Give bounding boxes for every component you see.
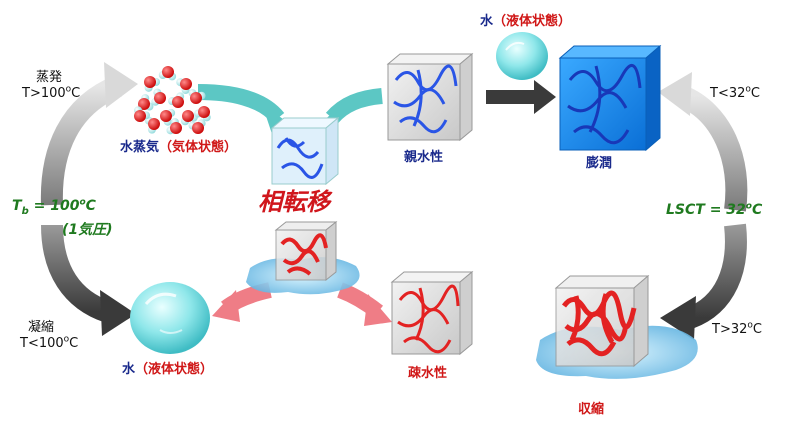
water-molecule (134, 106, 150, 122)
water-molecule (194, 106, 211, 122)
phase-transition-label: 相転移 (258, 188, 330, 216)
water-molecule (188, 89, 206, 104)
water-molecule (176, 78, 192, 94)
pressure-label: (1気圧) (62, 222, 113, 238)
water-droplet-icon (130, 282, 210, 354)
water-vapor-label: 水蒸気（気体状態） (120, 140, 238, 155)
water-droplet-icon (496, 32, 548, 80)
gel-cube-icon (386, 52, 474, 142)
evaporation-label: 蒸発 (36, 70, 63, 85)
water-molecule (188, 119, 206, 134)
molecule-cluster-icon (134, 66, 211, 135)
cycle-arrow-up-left (40, 62, 138, 206)
water-molecule (144, 76, 160, 92)
gel-cube-icon (274, 220, 338, 282)
cycle-arrow-down-right (660, 223, 747, 340)
hydrophobic-label: 疎水性 (408, 366, 448, 381)
water-molecule (144, 116, 160, 134)
water-molecule (160, 108, 176, 126)
pink-arrow-right (337, 282, 392, 326)
lsct-label: LSCT = 32oC (666, 201, 763, 218)
temp-below-100: T<100oC (20, 334, 79, 351)
shrinking-label: 収縮 (578, 402, 605, 417)
temp-above-32: T>32oC (712, 320, 762, 337)
gel-cube-icon (270, 116, 340, 186)
water-molecule (138, 94, 154, 111)
arrow-to-swelling (486, 80, 556, 114)
condensation-label: 凝縮 (28, 320, 55, 335)
gel-cube-icon (390, 270, 474, 356)
gel-cube-icon (554, 274, 650, 368)
hydrophilic-label: 親水性 (404, 150, 444, 165)
temp-below-32: T<32oC (710, 84, 760, 101)
water-molecule (158, 66, 177, 81)
cycle-arrow-down-left (41, 224, 136, 336)
gel-cube-icon (558, 44, 662, 152)
water-molecule (168, 92, 185, 108)
pink-arrow-left (212, 282, 272, 322)
cycle-arrow-up-right (658, 72, 748, 212)
liquid-water-label-bottom: 水（液体状態） (122, 362, 214, 377)
water-molecule (151, 88, 166, 106)
water-molecule (166, 118, 182, 135)
boiling-point-label: Tb = 100oC (12, 197, 96, 217)
liquid-water-label-top: 水（液体状態） (480, 14, 572, 29)
temp-above-100: T>100oC (22, 84, 81, 101)
swelling-label: 膨潤 (586, 156, 613, 171)
